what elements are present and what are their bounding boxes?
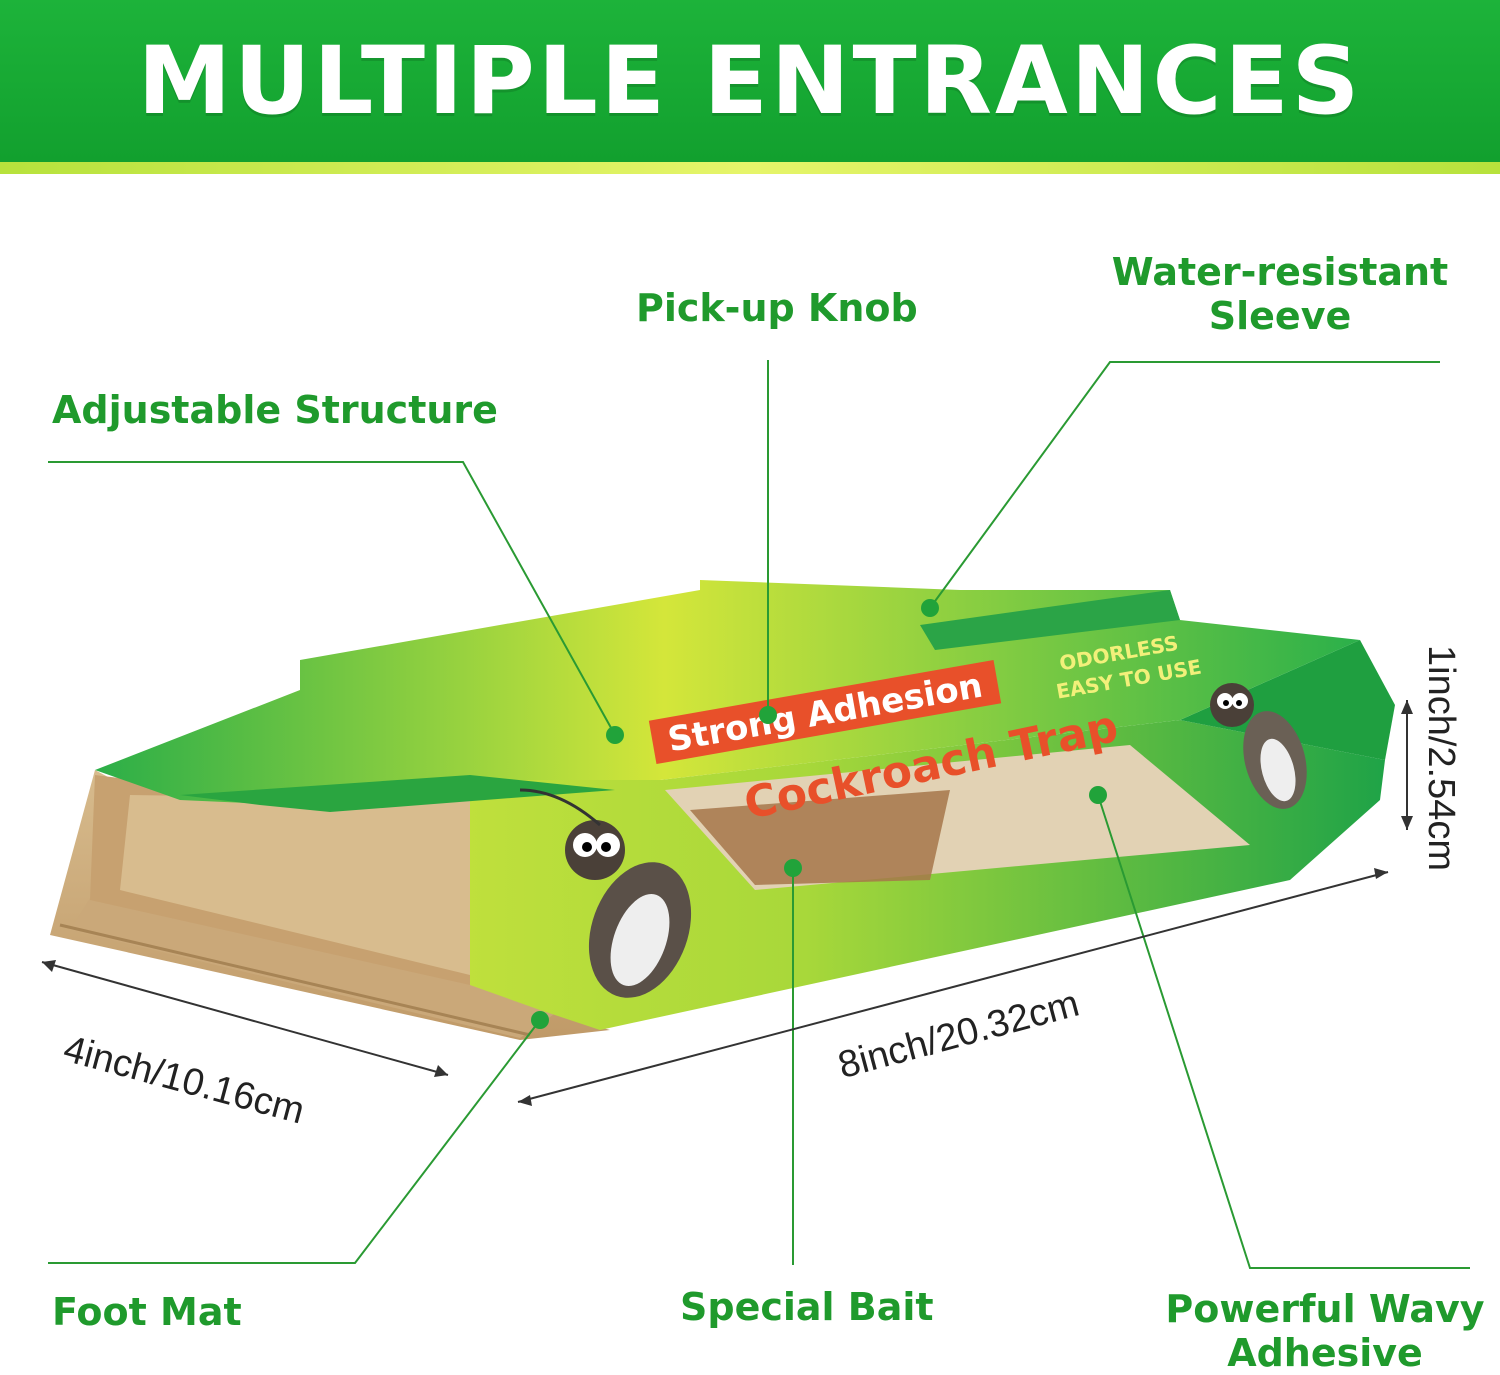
trap-roof <box>95 580 1360 812</box>
trap-body <box>95 640 1395 1030</box>
leader-dots <box>531 599 1107 1029</box>
cockroach-cartoon-right <box>1210 683 1307 809</box>
banner-title: MULTIPLE ENTRANCES <box>137 26 1363 136</box>
callout-adjustable-structure: Adjustable Structure <box>52 388 498 432</box>
callout-pickup-knob: Pick-up Knob <box>636 286 918 330</box>
leader-lines <box>48 360 1470 1269</box>
header-banner: MULTIPLE ENTRANCES <box>0 0 1500 162</box>
callout-water-resistant-sleeve: Water-resistant Sleeve <box>1110 250 1450 338</box>
trap-open-end <box>90 775 470 985</box>
cockroach-cartoon-left <box>519 788 692 998</box>
dimension-arrows <box>41 700 1413 1106</box>
callout-water-resistant-line2: Sleeve <box>1208 294 1352 338</box>
callout-special-bait: Special Bait <box>680 1285 934 1329</box>
badge-shape <box>648 659 1002 765</box>
callout-water-resistant-line1: Water-resistant <box>1111 250 1449 294</box>
callout-wavy-line1: Powerful Wavy <box>1165 1287 1485 1331</box>
dimension-height: 1inch/2.54cm <box>1420 645 1462 872</box>
callout-powerful-wavy-adhesive: Powerful Wavy Adhesive <box>1165 1287 1485 1375</box>
callout-foot-mat: Foot Mat <box>52 1290 242 1334</box>
callout-wavy-line2: Adhesive <box>1227 1331 1423 1375</box>
banner-stripe <box>0 162 1500 174</box>
